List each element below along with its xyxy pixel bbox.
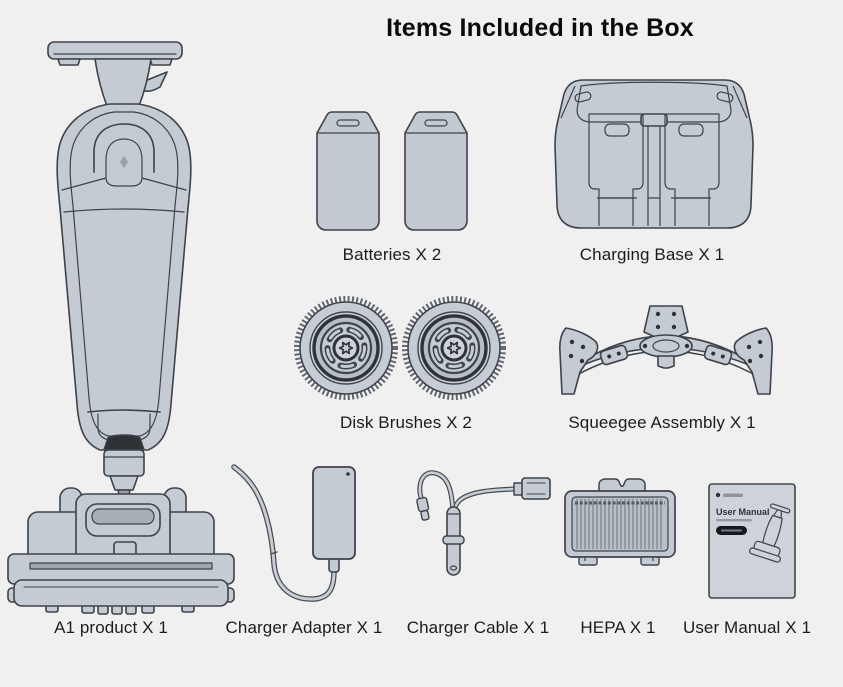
figure-user-manual: User Manual — [708, 483, 796, 599]
a1-product-illustration — [7, 41, 235, 615]
item-label-hepa: HEPA X 1 — [580, 618, 656, 637]
manual-cover-title: User Manual — [716, 507, 770, 517]
squeegee-assembly-illustration — [559, 305, 773, 395]
batteries-illustration — [316, 111, 468, 231]
disk-brushes-illustration — [294, 296, 506, 400]
figure-charger-cable — [408, 460, 558, 582]
item-label-a1-product: A1 product X 1 — [54, 618, 168, 637]
figure-disk-brushes — [293, 294, 509, 402]
item-label-batteries: Batteries X 2 — [342, 245, 442, 264]
hepa-filter-illustration — [564, 478, 676, 566]
charger-cable-illustration — [416, 470, 551, 576]
item-label-charging-base: Charging Base X 1 — [579, 245, 725, 264]
item-label-charger-adapter: Charger Adapter X 1 — [225, 618, 383, 637]
user-manual-illustration: User Manual — [708, 483, 796, 599]
brand-logo-icon — [715, 492, 721, 498]
mini-product-drawing — [749, 503, 791, 563]
figure-hepa — [563, 477, 678, 569]
figure-a1-product — [2, 36, 238, 616]
item-label-squeegee-assembly: Squeegee Assembly X 1 — [568, 413, 756, 432]
figure-squeegee-assembly — [550, 300, 782, 404]
charger-adapter-illustration — [231, 464, 356, 602]
item-label-charger-cable: Charger Cable X 1 — [406, 618, 550, 637]
figure-batteries — [311, 109, 473, 237]
item-label-user-manual: User Manual X 1 — [682, 618, 812, 637]
figure-charging-base — [553, 76, 755, 238]
item-label-disk-brushes: Disk Brushes X 2 — [340, 413, 472, 432]
page-title: Items Included in the Box — [386, 14, 694, 42]
figure-charger-adapter — [228, 458, 396, 606]
charging-base-illustration — [554, 79, 754, 229]
